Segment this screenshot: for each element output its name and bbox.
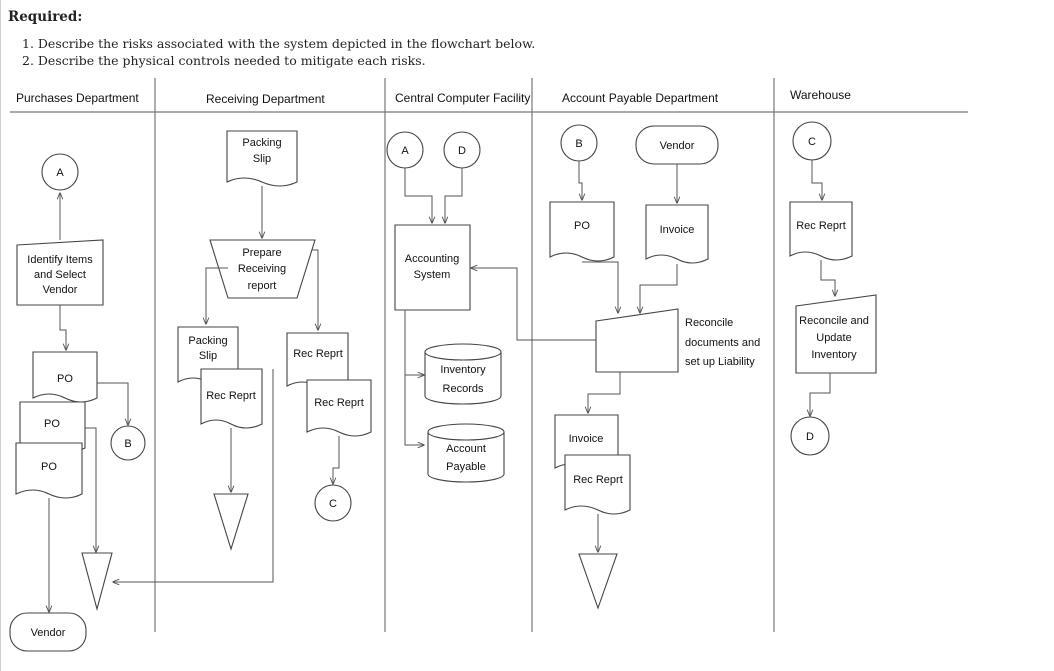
account-payable-db-top — [427, 423, 505, 441]
required-list: 1. Describe the risks associated with th… — [22, 35, 535, 69]
identify-items-process — [16, 239, 104, 306]
arrow-po-to-reconcile — [582, 261, 618, 313]
inventory-records-db-top — [424, 343, 502, 361]
rec-report-receiving-1-label: Rec Reprt — [206, 390, 256, 402]
vendor-terminal-payable-label: Vendor — [660, 140, 695, 152]
connector-a-purchases-label: A — [56, 167, 64, 179]
rec-report-warehouse — [789, 201, 853, 261]
reconcile-process — [595, 308, 679, 373]
arrow-b-to-po — [578, 161, 582, 200]
rec-report-warehouse-label: Rec Reprt — [796, 220, 846, 232]
file-purchases — [81, 552, 113, 612]
arrow-c-to-rec — [811, 160, 822, 200]
po-document-1 — [32, 351, 98, 403]
po-document-payable-label: PO — [574, 220, 590, 232]
connector-b-purchases-label: B — [124, 438, 131, 450]
connector-a-purchases — [41, 153, 79, 191]
identify-items-label-1: Identify Items — [27, 254, 93, 266]
file-payable — [578, 553, 618, 610]
reconcile-label-3: set up Liability — [685, 356, 755, 368]
arrow-rec-to-update — [820, 260, 835, 296]
lane-header-payable: Account Payable Department — [562, 91, 719, 105]
lane-header-purchases: Purchases Department — [16, 91, 139, 105]
po-document-2-label: PO — [44, 418, 60, 430]
lane-header-receiving: Receiving Department — [206, 92, 325, 106]
identify-items-label-3: Vendor — [43, 284, 78, 296]
invoice-document-label: Invoice — [660, 224, 695, 236]
file-receiving — [213, 493, 249, 551]
connector-d-computer-label: D — [458, 145, 466, 157]
required-item-1: 1. Describe the risks associated with th… — [22, 36, 536, 51]
required-heading: Required: — [8, 9, 83, 25]
packing-slip-input-label-2: Slip — [253, 153, 271, 165]
rec-report-receiving-3 — [306, 379, 372, 437]
packing-slip-copy-label-1: Packing — [188, 335, 227, 347]
reconcile-label-1: Reconcile — [685, 317, 733, 329]
arrow-a-to-accounting — [404, 168, 432, 223]
packing-slip-input-label-1: Packing — [242, 137, 281, 149]
connector-c-warehouse-label: C — [808, 136, 816, 148]
update-inventory-label-1: Reconcile and — [799, 315, 869, 327]
account-payable-db — [427, 432, 505, 483]
accounting-system — [394, 224, 471, 311]
arrow-rec-to-purchases-file — [113, 369, 274, 582]
invoice-document — [645, 204, 709, 264]
vendor-terminal-purchases — [9, 612, 87, 652]
accounting-system-label-1: Accounting — [405, 253, 459, 265]
prepare-label-2: Receiving — [238, 263, 286, 275]
identify-items-label-2: and Select — [34, 269, 86, 281]
accounting-system-label-2: System — [414, 269, 451, 281]
arrow-reconcile-to-accounting — [471, 268, 596, 341]
po-document-1-label: PO — [57, 373, 73, 385]
inventory-records-label-2: Records — [443, 383, 484, 395]
arrow-to-connector-b — [97, 382, 128, 425]
update-inventory-process — [795, 294, 877, 374]
vendor-terminal-purchases-label: Vendor — [31, 627, 66, 639]
connector-c-receiving-label: C — [329, 498, 337, 510]
arrow-to-po — [59, 305, 66, 350]
connector-d-warehouse-label: D — [806, 431, 814, 443]
arrow-to-rec-copy — [312, 249, 318, 330]
update-inventory-label-2: Update — [816, 332, 851, 344]
account-payable-label-1: Account — [446, 443, 486, 455]
arrow-to-packing-slip-copy — [206, 267, 228, 324]
arrow-reconcile-to-docs — [588, 372, 621, 413]
lane-header-computer: Central Computer Facility — [395, 91, 530, 105]
prepare-label-3: report — [248, 280, 277, 292]
connector-b-payable-label: B — [575, 138, 582, 150]
rec-report-receiving-2-label: Rec Reprt — [293, 348, 343, 360]
po-document-payable — [549, 201, 615, 262]
connector-d-warehouse — [790, 416, 830, 456]
rec-report-payable — [564, 454, 631, 515]
required-item-2: 2. Describe the physical controls needed… — [22, 53, 426, 68]
rec-report-receiving-3-label: Rec Reprt — [314, 397, 364, 409]
prepare-receiving-report — [209, 239, 316, 299]
po-document-3 — [15, 442, 83, 499]
lane-header-warehouse: Warehouse — [790, 88, 851, 102]
prepare-label-1: Prepare — [242, 247, 281, 259]
arrow-to-connector-c — [333, 436, 340, 484]
account-payable-label-2: Payable — [446, 461, 486, 473]
connector-b-purchases — [110, 425, 146, 461]
arrow-accounting-to-ap — [404, 310, 424, 445]
arrow-d-to-accounting — [445, 168, 463, 223]
arrow-to-file-purchases — [85, 427, 96, 552]
rec-report-receiving-1 — [200, 368, 263, 429]
connector-c-receiving — [314, 484, 352, 522]
inventory-records-label-1: Inventory — [440, 364, 486, 376]
inventory-records-db — [424, 352, 502, 405]
arrow-invoice-to-reconcile — [640, 264, 678, 313]
packing-slip-input — [226, 130, 298, 187]
update-inventory-label-3: Inventory — [811, 349, 857, 361]
rec-report-payable-label: Rec Reprt — [573, 474, 623, 486]
arrow-update-to-d — [810, 373, 831, 416]
po-document-3-label: PO — [41, 461, 57, 473]
connector-a-computer-label: A — [401, 145, 409, 157]
reconcile-label-2: documents and — [685, 337, 760, 349]
packing-slip-copy-label-2: Slip — [199, 350, 217, 362]
invoice-document-payable-label: Invoice — [569, 433, 604, 445]
